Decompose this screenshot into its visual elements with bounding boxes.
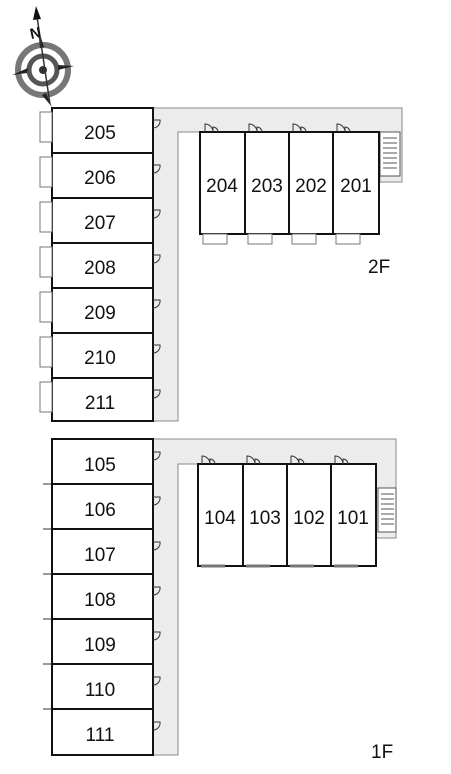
room-number: 209 xyxy=(84,303,116,324)
room-number: 109 xyxy=(84,635,116,656)
room-number: 101 xyxy=(337,508,369,529)
room-number: 102 xyxy=(293,508,325,529)
floor-label-2f: 2F xyxy=(368,257,390,278)
room-number: 204 xyxy=(206,176,238,197)
floor-1f: 105 106 107 108 109 xyxy=(43,438,397,763)
floor-label-1f: 1F xyxy=(371,742,393,763)
room-number: 103 xyxy=(249,508,281,529)
room-101: 101 xyxy=(330,455,377,568)
stairs-icon xyxy=(379,131,401,177)
room-108: 108 xyxy=(43,573,161,620)
room-211: 211 xyxy=(39,377,161,422)
room-104: 104 xyxy=(197,455,244,568)
room-number: 107 xyxy=(84,545,116,566)
room-206: 206 xyxy=(39,152,161,199)
stairs-icon xyxy=(377,487,397,533)
room-207: 207 xyxy=(39,197,161,244)
room-number: 206 xyxy=(84,168,116,189)
room-number: 202 xyxy=(295,176,327,197)
room-103: 103 xyxy=(242,455,288,568)
room-201: 201 xyxy=(332,123,380,245)
compass-rose-icon: N xyxy=(12,6,74,107)
room-number: 211 xyxy=(85,393,115,414)
room-number: 210 xyxy=(84,348,116,369)
room-202: 202 xyxy=(288,123,334,245)
room-111: 111 xyxy=(51,708,161,756)
room-number: 201 xyxy=(340,176,372,197)
room-106: 106 xyxy=(43,483,161,530)
room-number: 203 xyxy=(251,176,283,197)
room-203: 203 xyxy=(244,123,290,245)
room-210: 210 xyxy=(39,332,161,379)
room-number: 110 xyxy=(85,680,115,701)
room-number: 207 xyxy=(84,213,116,234)
room-204: 204 xyxy=(199,123,246,245)
north-label: N xyxy=(28,24,42,43)
room-208: 208 xyxy=(39,242,161,289)
room-105: 105 xyxy=(43,438,161,485)
floor-2f: 205 206 207 208 209 xyxy=(39,107,403,422)
room-110: 110 xyxy=(43,663,161,710)
room-number: 208 xyxy=(84,258,116,279)
room-205: 205 xyxy=(39,107,161,154)
room-number: 104 xyxy=(204,508,236,529)
room-109: 109 xyxy=(43,618,161,665)
room-102: 102 xyxy=(286,455,332,568)
room-number: 105 xyxy=(84,455,116,476)
room-209: 209 xyxy=(39,287,161,334)
room-number: 111 xyxy=(86,725,115,746)
room-number: 108 xyxy=(84,590,116,611)
room-number: 205 xyxy=(84,123,116,144)
room-107: 107 xyxy=(43,528,161,575)
room-number: 106 xyxy=(84,500,116,521)
